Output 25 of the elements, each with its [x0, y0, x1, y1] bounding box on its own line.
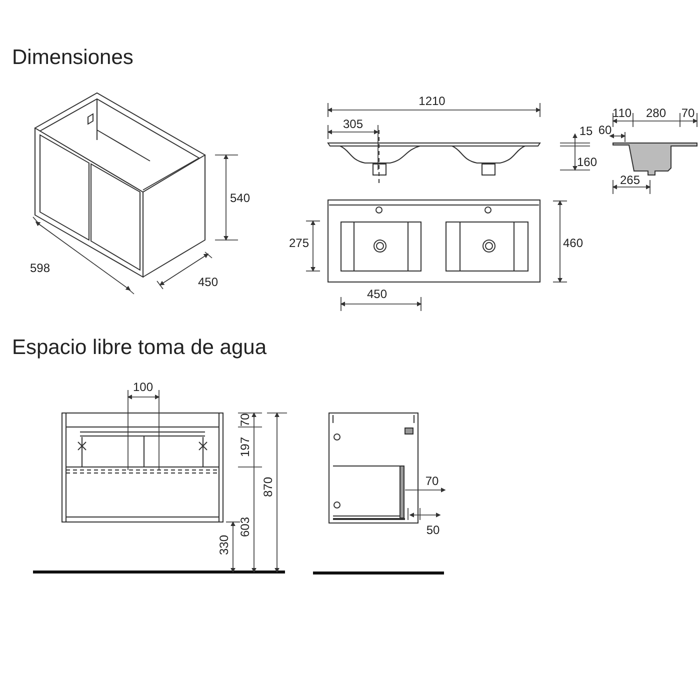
dimension-label: 15 — [579, 125, 593, 137]
dimension-label: 70 — [239, 413, 251, 427]
dimension-label: 450 — [198, 276, 218, 288]
dimension-label: 110 — [612, 107, 632, 119]
dimension-label: 598 — [30, 262, 50, 274]
dimension-label: 275 — [288, 237, 310, 249]
dimension-label: 70 — [681, 107, 695, 119]
dimension-label: 460 — [562, 237, 584, 249]
dimension-label: 197 — [239, 436, 251, 458]
dimension-label: 305 — [342, 118, 364, 130]
dimension-label: 60 — [598, 124, 612, 136]
dimension-label: 1210 — [418, 95, 446, 107]
dimension-label: 50 — [426, 524, 440, 536]
section-heading: Espacio libre toma de agua — [12, 336, 266, 360]
dimension-label: 160 — [576, 156, 598, 168]
dimension-label: 330 — [218, 534, 230, 556]
dimension-label: 450 — [366, 288, 388, 300]
dimension-label: 70 — [425, 475, 439, 487]
dimension-label: 603 — [239, 516, 251, 538]
section-heading: Dimensiones — [12, 46, 134, 70]
dimension-label: 280 — [646, 107, 666, 119]
dimension-label: 540 — [230, 192, 250, 204]
dimension-label: 100 — [132, 381, 154, 393]
dimension-label: 870 — [262, 476, 274, 498]
dimension-label: 265 — [620, 174, 640, 186]
